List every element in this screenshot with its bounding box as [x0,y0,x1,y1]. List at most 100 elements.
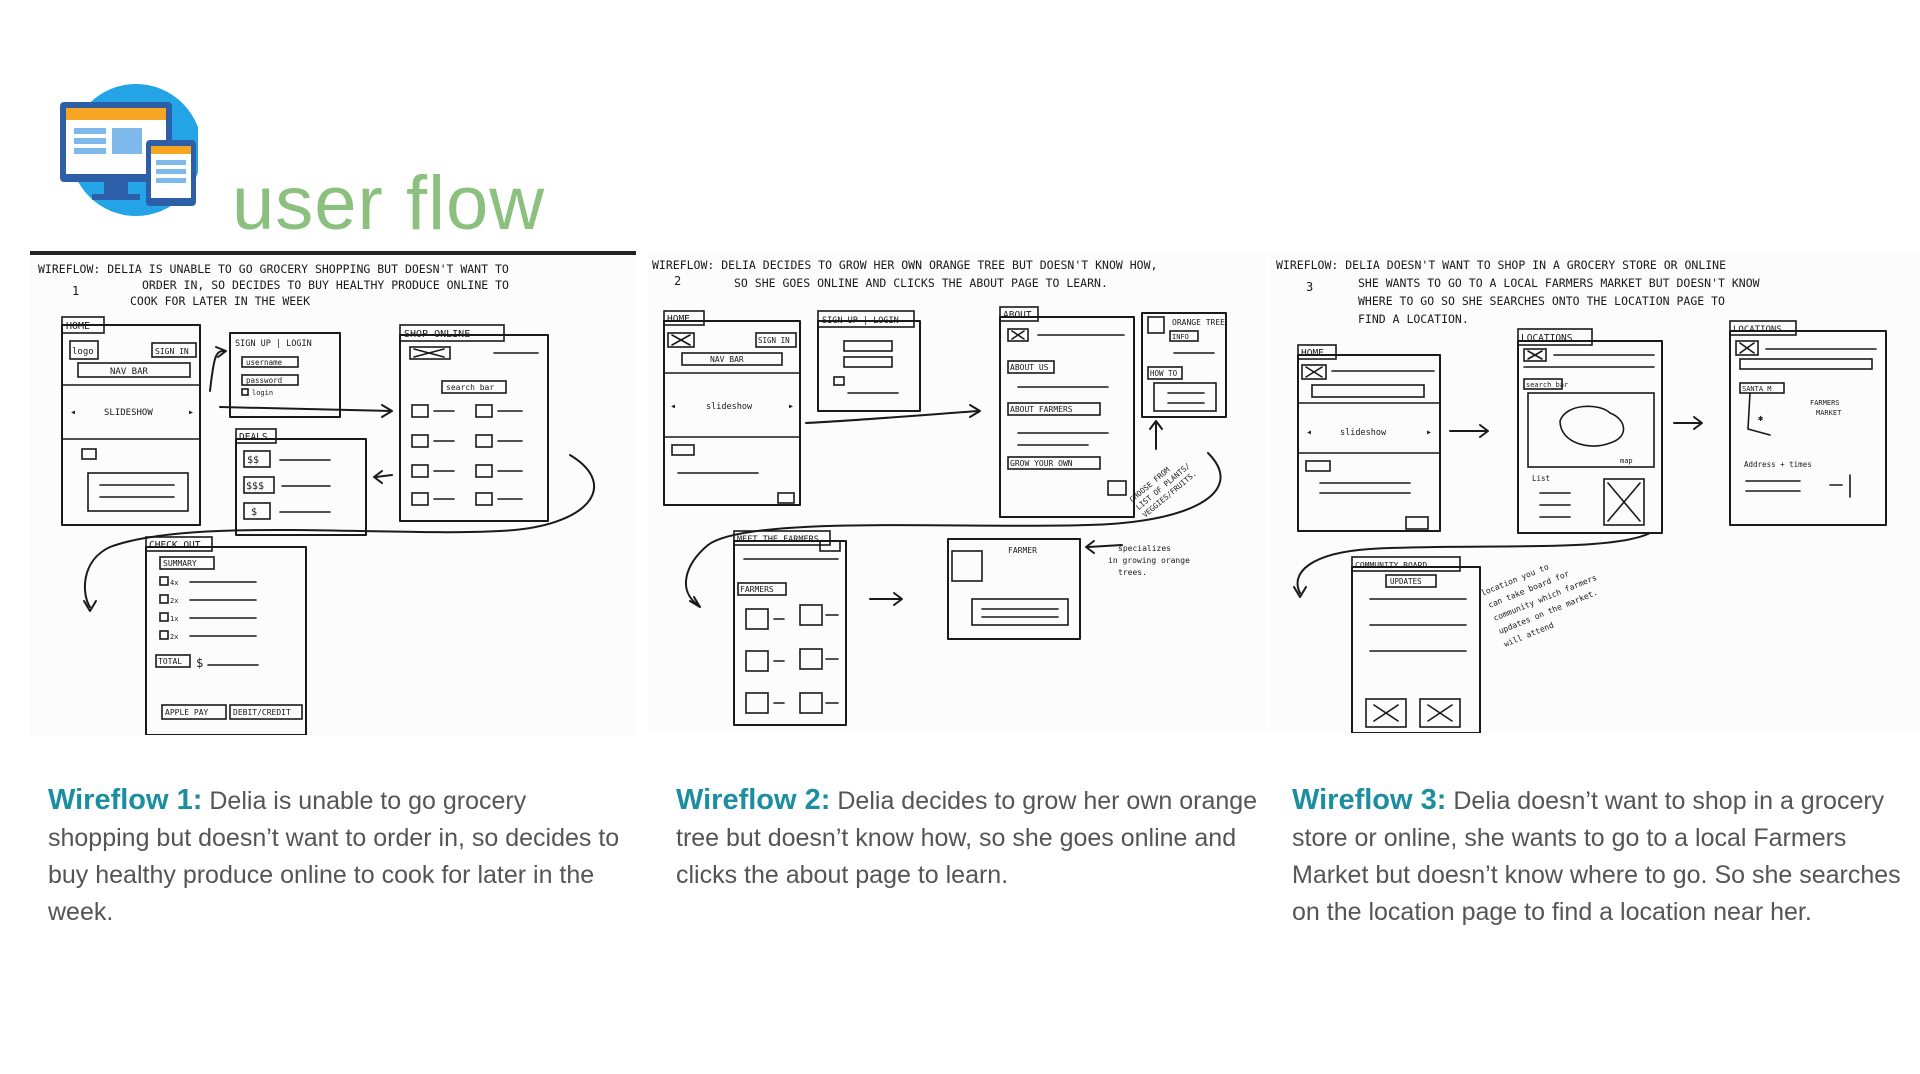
wf1-debit-label: DEBIT/CREDIT [233,708,291,717]
wf3-header-line-4: FIND A LOCATION. [1358,312,1469,326]
wf2-orangetree-label: ORANGE TREE [1172,318,1225,327]
wf3-header-line-1: WIREFLOW: DELIA DOESN'T WANT TO SHOP IN … [1276,258,1726,272]
wf3-locations-detail-screen: LOCATIONS SANTA M ✱ FARMERS MARKET Addre… [1729,320,1887,526]
wf1-logo-label: logo [72,347,94,357]
wf3-map-label: map [1620,457,1633,465]
page-title: user flow [232,160,546,246]
wireflow-caption-2: Wireflow 2: Delia decides to grow her ow… [676,782,1266,894]
svg-text:◂: ◂ [70,407,76,418]
wf3-community-board-screen: COMMUNITY BOARD UPDATES [1351,556,1481,733]
wf3-searchbar-label: search bar [1526,381,1568,389]
wf1-shop-online-screen: SHOP ONLINE search bar [399,324,549,522]
wf1-home-screen: HOME logo SIGN IN NAV BAR ◂ SLIDESHOW ▸ [61,316,201,526]
wf3-locations-screen: LOCATIONS search bar map List [1517,328,1663,534]
svg-text:✱: ✱ [1758,414,1764,424]
wireflow-caption-2-text: Delia decides to grow her own orange tre… [676,787,1258,889]
wf3-farmersmarket-line-2: MARKET [1816,409,1842,417]
wf3-updates-label: UPDATES [1390,577,1422,586]
wf1-qty-4: 2x [170,633,178,641]
wf1-deal-3: $ [251,507,257,518]
wf3-community-note: location you to can take board for commu… [1480,562,1599,649]
wf2-orange-tree-screen: ORANGE TREE INFO HOW TO [1141,312,1227,418]
wf2-howto-label: HOW TO [1150,369,1178,378]
wf2-specializes-line-3: trees. [1118,568,1147,577]
wf2-aboutfarmers-label: ABOUT FARMERS [1010,405,1073,414]
wf2-meetfarmers-label: MEET THE FARMERS [737,535,819,545]
svg-text:▸: ▸ [788,401,794,412]
wf1-searchbar-label: search bar [446,383,494,392]
wf1-qty-1: 4x [170,579,178,587]
wf2-number: 2 [674,274,681,288]
wf3-header-line-2: SHE WANTS TO GO TO A LOCAL FARMERS MARKE… [1358,276,1760,290]
wf3-header-line-3: WHERE TO GO SO SHE SEARCHES ONTO THE LOC… [1358,294,1725,308]
wf2-meet-farmers-screen: MEET THE FARMERS FARMERS [733,530,847,726]
wf2-header-line-1: WIREFLOW: DELIA DECIDES TO GROW HER OWN … [652,258,1157,272]
wf1-summary-label: SUMMARY [163,559,197,568]
wf1-password-label: password [246,376,282,385]
wf3-santam-label: SANTA M [1742,385,1772,393]
wf1-home-label: HOME [66,321,90,332]
wf1-total-label: TOTAL [158,657,182,666]
wf2-home-label: HOME [667,314,690,325]
wf1-qty-2: 2x [170,597,178,605]
wf2-signin-label: SIGN IN [758,336,790,345]
wf1-applepay-label: APPLE PAY [165,708,209,717]
wireflow-caption-2-label: Wireflow 2: [676,784,831,816]
wireflow-sketch-1: WIREFLOW: DELIA IS UNABLE TO GO GROCERY … [30,251,636,735]
wf1-username-label: username [246,358,283,367]
wf1-deals-screen: DEALS $$ $$$ $ [235,428,367,536]
wf2-farmer-label: FARMER [1008,546,1037,555]
wf2-about-screen: ABOUT ABOUT US ABOUT FARMERS GROW YOUR O… [999,306,1135,518]
wf1-deal-2: $$$ [246,481,264,492]
wf1-navbar-label: NAV BAR [110,367,149,377]
wf2-specializes-line-2: in growing orange [1108,556,1190,565]
wireflow-caption-3: Wireflow 3: Delia doesn’t want to shop i… [1292,782,1907,931]
wf1-qty-3: 1x [170,615,178,623]
wf2-navbar-label: NAV BAR [710,355,744,364]
wireflow-caption-1-label: Wireflow 1: [48,784,203,816]
wf1-checkout-label: CHECK OUT [149,540,201,551]
svg-text:◂: ◂ [670,401,676,412]
wireflow-caption-1-text: Delia is unable to go grocery shopping b… [48,787,620,926]
wf1-signup-screen: SIGN UP | LOGIN username password login [229,332,341,418]
svg-text:▸: ▸ [1426,427,1432,438]
wf3-number: 3 [1306,280,1313,294]
wf2-header-line-2: SO SHE GOES ONLINE AND CLICKS THE ABOUT … [734,276,1108,290]
wf3-home-screen: HOME ◂ slideshow ▸ [1297,344,1441,532]
wf1-deals-label: DEALS [239,432,268,443]
wf2-farmers-label: FARMERS [740,585,774,594]
wf1-number: 1 [72,284,79,298]
wf1-signup-label: SIGN UP | LOGIN [235,339,312,349]
wf2-slideshow-label: slideshow [706,402,753,412]
wf1-login-label: login [252,389,273,397]
wf1-shop-online-label: SHOP ONLINE [404,329,470,340]
wf1-header-line-1: WIREFLOW: DELIA IS UNABLE TO GO GROCERY … [38,262,509,276]
wf1-deal-1: $$ [247,455,259,466]
wf2-specializes-line-1: specializes [1118,544,1171,553]
wf2-signup-label: SIGN UP | LOGIN [822,316,899,326]
svg-text:◂: ◂ [1306,427,1312,438]
wf1-signin-label: SIGN IN [155,347,189,356]
wireflow-sketch-3: WIREFLOW: DELIA DOESN'T WANT TO SHOP IN … [1270,253,1920,733]
wf1-currency: $ [196,656,203,670]
wf1-checkout-screen: CHECK OUT SUMMARY 4x 2x 1x 2x TOTAL $ [145,536,307,735]
wf2-signup-screen: SIGN UP | LOGIN [817,310,921,412]
web-design-icon [58,80,202,220]
wf1-slideshow-label: SLIDESHOW [104,408,153,418]
wireflow-caption-1: Wireflow 1: Delia is unable to go grocer… [48,782,628,931]
wf1-header-line-2: ORDER IN, SO DECIDES TO BUY HEALTHY PROD… [142,278,509,292]
wf2-info-label: INFO [1172,333,1189,341]
wireflow-caption-3-text: Delia doesn’t want to shop in a grocery … [1292,787,1901,926]
wf3-address-label: Address + times [1744,460,1812,469]
svg-text:▸: ▸ [188,407,194,418]
wf3-communityboard-label: COMMUNITY BOARD [1355,561,1427,570]
wf2-aboutus-label: ABOUT US [1010,363,1049,372]
wf3-home-label: HOME [1301,348,1324,359]
wf2-home-screen: HOME SIGN IN NAV BAR ◂ slideshow ▸ [663,310,801,506]
wf3-list-label: List [1532,474,1550,483]
wireflow-sketch-2: WIREFLOW: DELIA DECIDES TO GROW HER OWN … [648,253,1268,733]
wireflow-caption-3-label: Wireflow 3: [1292,784,1447,816]
wf3-farmersmarket-line-1: FARMERS [1810,399,1840,407]
wf2-about-label: ABOUT [1003,310,1032,321]
